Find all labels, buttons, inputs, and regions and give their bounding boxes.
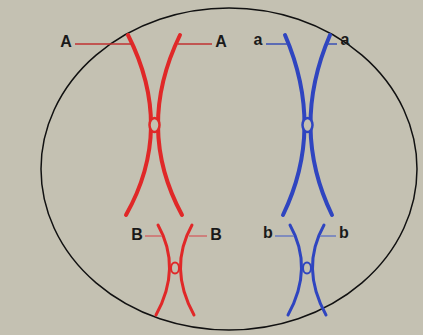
allele-label: b: [263, 225, 273, 241]
centromere: [303, 263, 311, 274]
allele-label: a: [341, 32, 350, 48]
leader-lines: [75, 44, 337, 236]
small-red-chromosome: [156, 225, 194, 315]
allele-label: a: [254, 32, 263, 48]
allele-label: A: [215, 34, 227, 50]
allele-label: B: [210, 227, 222, 243]
small-blue-chromosome: [288, 225, 326, 315]
centromere: [150, 118, 160, 132]
centromere: [171, 263, 179, 274]
allele-label: B: [131, 227, 143, 243]
large-red-chromosome: [126, 35, 182, 215]
centromere: [303, 118, 313, 132]
allele-label: A: [60, 34, 72, 50]
allele-label: b: [339, 225, 349, 241]
cell-membrane: [41, 8, 417, 330]
large-blue-chromosome: [283, 35, 332, 215]
